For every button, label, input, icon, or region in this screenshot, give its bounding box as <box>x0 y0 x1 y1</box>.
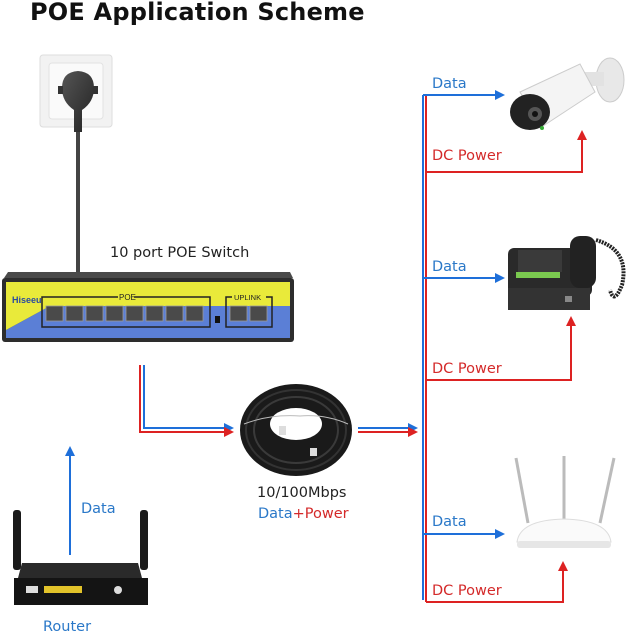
cable-plus-text: + <box>292 506 305 522</box>
phone-data-label: Data <box>432 259 467 275</box>
cable-power-text: Power <box>304 506 349 522</box>
access-point-data-label: Data <box>432 514 467 530</box>
svg-text:UPLINK: UPLINK <box>234 293 261 302</box>
svg-text:POE: POE <box>119 293 136 302</box>
cable-speed-label: 10/100Mbps <box>257 485 347 501</box>
camera-data-label: Data <box>432 76 467 92</box>
cable-data-text: Data <box>258 506 293 522</box>
router-label: Router <box>43 619 92 635</box>
cable-data-power-label: Data+Power <box>258 506 349 522</box>
diagram-title: POE Application Scheme <box>30 0 365 26</box>
access-point-power-label: DC Power <box>432 583 502 599</box>
switch-label: 10 port POE Switch <box>110 245 250 261</box>
svg-text:Hiseeu: Hiseeu <box>12 295 42 305</box>
power-line-access-point <box>426 561 568 603</box>
power-line-phone <box>426 316 576 381</box>
camera-power-label: DC Power <box>432 148 502 164</box>
ethernet-cable-coil-icon <box>240 384 352 476</box>
power-line-camera <box>426 130 587 173</box>
ip-phone-icon <box>508 236 626 310</box>
router-device-icon <box>13 510 148 605</box>
phone-power-label: DC Power <box>432 361 502 377</box>
router-data-label: Data <box>81 501 116 517</box>
ip-camera-icon <box>510 57 625 130</box>
data-line-switch-to-cable <box>143 365 234 433</box>
wall-socket-icon <box>39 54 113 132</box>
power-line-switch-to-cable <box>139 365 234 437</box>
poe-switch-device: Hiseeu POE UPLINK <box>2 272 294 342</box>
wireless-access-point-icon <box>514 456 616 548</box>
